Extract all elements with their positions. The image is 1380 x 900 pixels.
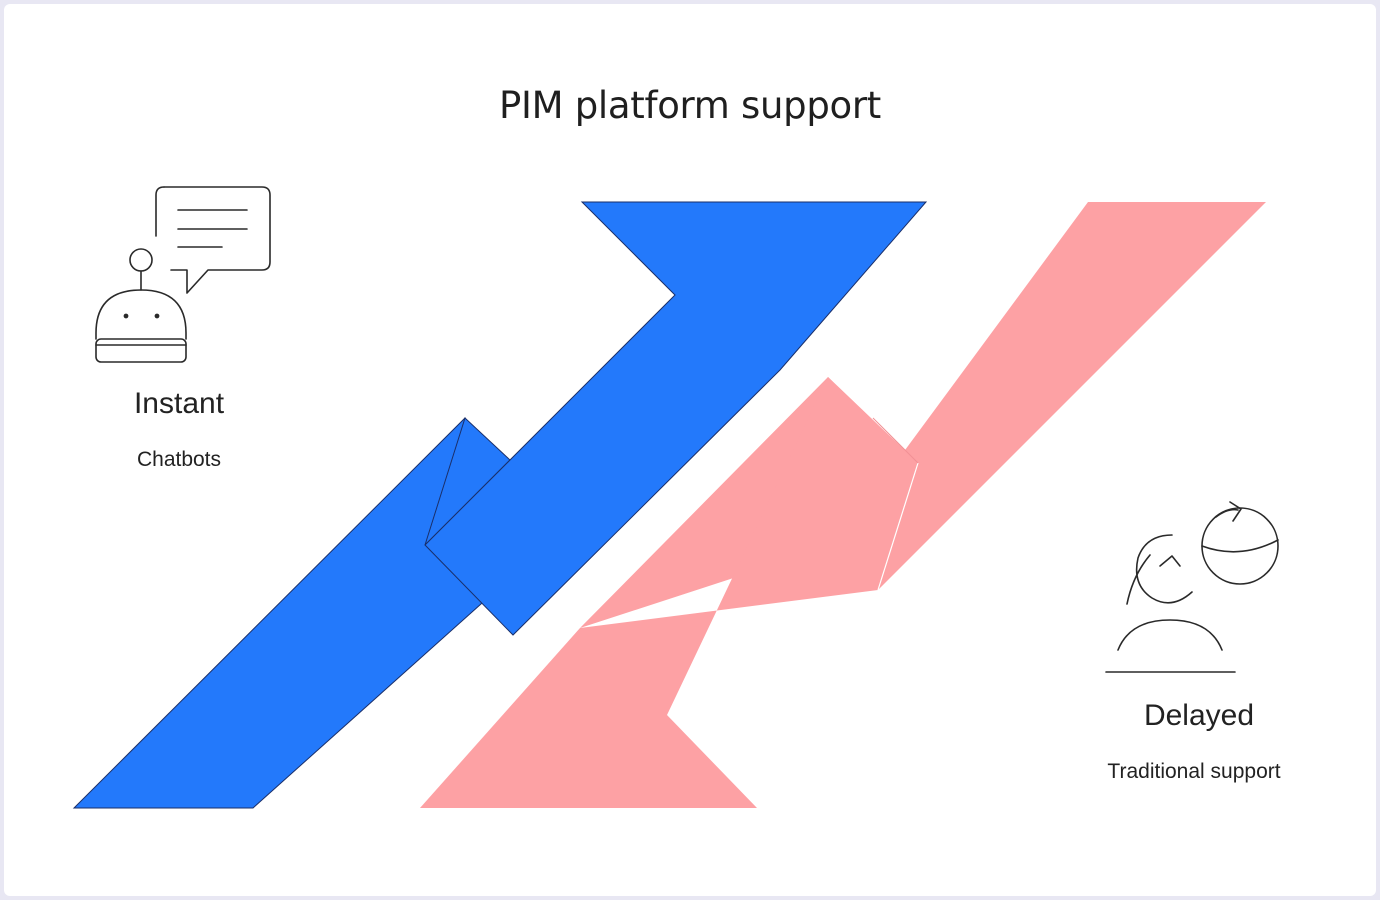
delayed-heading: Delayed xyxy=(1143,699,1255,732)
diagram-title: PIM platform support xyxy=(499,84,881,127)
diagram-artwork xyxy=(72,186,1279,809)
instant-heading: Instant xyxy=(133,387,225,420)
instant-subheading: Chatbots xyxy=(136,448,222,471)
pink-down-arrow xyxy=(420,202,1266,808)
delayed-subheading: Traditional support xyxy=(1107,760,1281,783)
diagram-card: PIM platform support xyxy=(4,4,1376,896)
chatbot-icon xyxy=(95,186,271,363)
support-agent-icon xyxy=(1105,501,1279,673)
blue-up-arrow xyxy=(72,201,928,809)
